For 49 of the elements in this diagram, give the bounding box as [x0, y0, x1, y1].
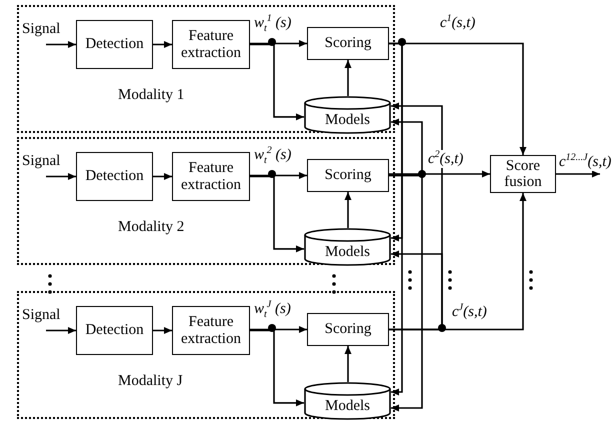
- arrow: [250, 176, 304, 252]
- edge-label: w$_{t}$$^{J}$ (s): [254, 300, 291, 318]
- process-box: Feature extraction: [172, 306, 250, 355]
- arrow: [250, 172, 307, 179]
- process-box: Feature extraction: [172, 20, 250, 69]
- input-label: Signal: [22, 20, 70, 38]
- edge-label: c$^{12...J}$(s,t): [559, 153, 612, 171]
- arrow: [153, 327, 172, 334]
- arrow: [250, 44, 304, 120]
- input-label: Signal: [22, 306, 70, 324]
- process-box: Scoring: [307, 159, 389, 192]
- process-box: Score fusion: [490, 155, 556, 193]
- arrow: [250, 330, 304, 406]
- group-label: Modality 1: [118, 87, 184, 104]
- database-cylinder: Models: [304, 96, 391, 134]
- arrow: [344, 60, 352, 96]
- arrow: [389, 42, 403, 396]
- edge-label: w$_{t}$$^{1}$ (s): [254, 14, 292, 32]
- modality-group: [17, 291, 395, 419]
- group-label: Modality J: [118, 373, 183, 390]
- database-cylinder: Models: [304, 228, 391, 266]
- arrow: [153, 173, 172, 180]
- arrow: [46, 41, 76, 48]
- arrow: [344, 192, 352, 228]
- arrow: [250, 326, 307, 333]
- arrow: [389, 170, 490, 178]
- process-box: Feature extraction: [172, 152, 250, 201]
- arrow: [153, 41, 172, 48]
- edge-label: w$_{t}$$^{2}$ (s): [254, 146, 292, 164]
- process-box: Detection: [76, 20, 153, 69]
- input-label: Signal: [22, 152, 70, 170]
- arrow: [556, 170, 600, 178]
- edge-label: c$^{2}$(s,t): [428, 150, 464, 168]
- database-cylinder: Models: [304, 382, 391, 420]
- process-box: Detection: [76, 152, 153, 201]
- group-label: Modality 2: [118, 219, 184, 236]
- modality-group: [17, 137, 395, 265]
- edge-label: c$^{J}$(s,t): [452, 303, 487, 321]
- arrow: [46, 173, 76, 180]
- process-box: Scoring: [307, 313, 389, 346]
- arrow: [250, 40, 307, 47]
- modality-group: [17, 5, 395, 133]
- edge-label: c$^{1}$(s,t): [440, 14, 476, 32]
- process-box: Detection: [76, 306, 153, 355]
- arrow: [344, 346, 352, 382]
- arrow: [389, 250, 443, 330]
- process-box: Scoring: [307, 27, 389, 60]
- arrow: [46, 327, 76, 334]
- arrow: [389, 174, 423, 412]
